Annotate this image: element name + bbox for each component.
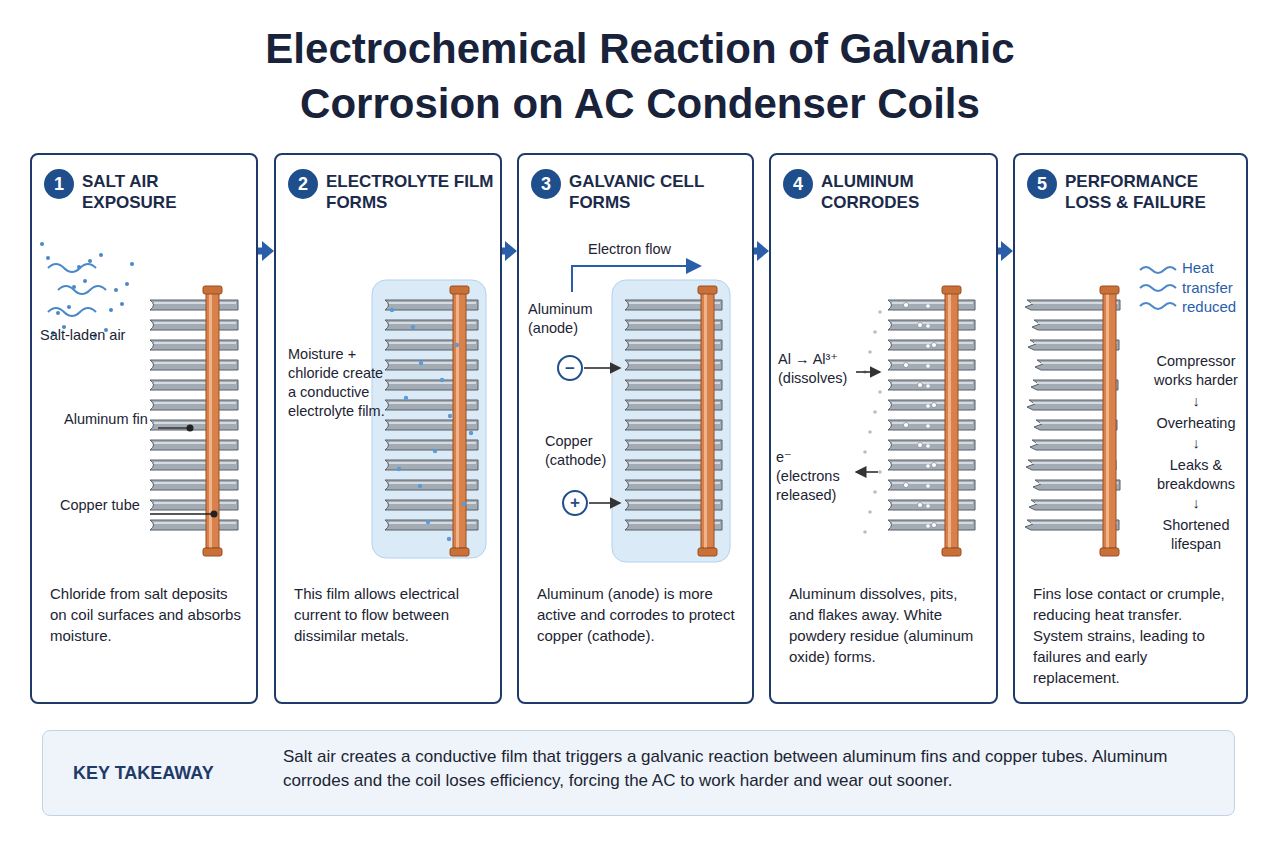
step-panel: SALT AIR EXPOSURE Chloride from salt depo… (30, 153, 258, 704)
callout-label: Aluminum fin (64, 410, 154, 429)
step-number-text: 5 (1037, 174, 1047, 195)
callout-label: e⁻ (electrons released) (776, 448, 856, 505)
callout-label: Copper tube (60, 496, 148, 515)
callout-label: ↓ (1148, 494, 1244, 513)
step-description: This film allows electrical current to f… (294, 583, 490, 646)
step-number-text: 4 (793, 174, 803, 195)
diagram-title: Electrochemical Reaction of Galvanic Cor… (0, 22, 1280, 131)
step-number: 2 (288, 169, 318, 199)
step-description: Fins lose contact or crumple, reducing h… (1033, 583, 1236, 688)
step-number: 1 (44, 169, 74, 199)
callout-label: ↓ (1148, 392, 1244, 411)
callout-label: Copper (cathode) (545, 432, 625, 470)
step-panel: ELECTROLYTE FILM FORMS This film allows e… (274, 153, 502, 704)
callout-label: Al → Al³⁺ (dissolves) (778, 350, 858, 388)
callout-label: Heat transfer reduced (1182, 258, 1244, 317)
step-number-text: 2 (298, 174, 308, 195)
step-number-text: 1 (54, 174, 64, 195)
callout-label: Compressor works harder (1148, 352, 1244, 390)
callout-label: Overheating (1148, 414, 1244, 433)
callout-label: Leaks & breakdowns (1148, 456, 1244, 494)
callout-label: Aluminum (anode) (528, 300, 618, 338)
step-panel: ALUMINUM CORRODES Aluminum dissolves, pit… (769, 153, 998, 704)
takeaway-text: Salt air creates a conductive film that … (283, 745, 1203, 793)
step-description: Aluminum (anode) is more active and corr… (537, 583, 742, 646)
callout-label: Electron flow (588, 240, 708, 259)
callout-label: Moisture + chloride create a conductive … (288, 345, 388, 420)
step-number: 4 (783, 169, 813, 199)
step-description: Aluminum dissolves, pits, and flakes awa… (789, 583, 986, 667)
step-number: 3 (531, 169, 561, 199)
callout-label: ↓ (1148, 434, 1244, 453)
callout-label: + (565, 492, 585, 514)
callout-label: − (560, 358, 580, 380)
step-heading: GALVANIC CELL FORMS (569, 171, 746, 214)
step-heading: ALUMINUM CORRODES (821, 171, 990, 214)
step-number-text: 3 (541, 174, 551, 195)
step-panel: GALVANIC CELL FORMS Aluminum (anode) is m… (517, 153, 754, 704)
step-number: 5 (1027, 169, 1057, 199)
callout-label: Salt-laden air (40, 326, 130, 345)
takeaway-box: KEY TAKEAWAY Salt air creates a conductiv… (42, 730, 1235, 816)
step-description: Chloride from salt deposits on coil surf… (50, 583, 246, 646)
flow-arrow (258, 241, 274, 261)
flow-arrow (998, 241, 1013, 261)
step-heading: SALT AIR EXPOSURE (82, 171, 250, 214)
callout-label: Shortened lifespan (1148, 516, 1244, 554)
takeaway-heading: KEY TAKEAWAY (73, 762, 214, 785)
step-heading: ELECTROLYTE FILM FORMS (326, 171, 494, 214)
step-heading: PERFORMANCE LOSS & FAILURE (1065, 171, 1240, 214)
flow-arrow (502, 241, 517, 261)
flow-arrow (754, 241, 769, 261)
